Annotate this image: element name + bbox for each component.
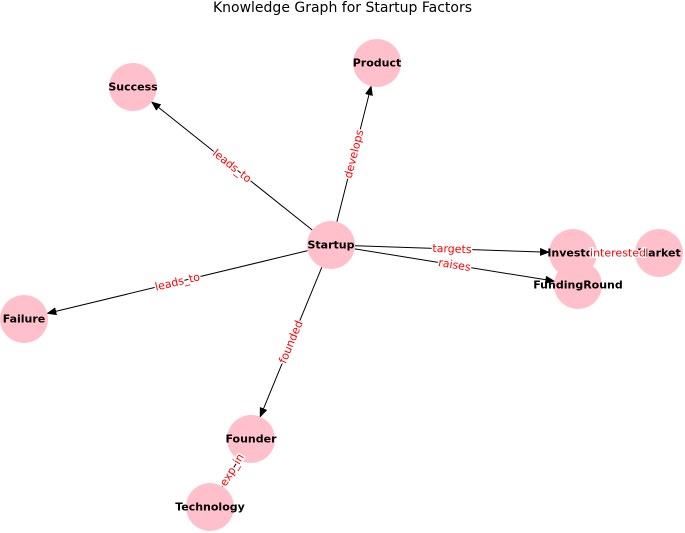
diagram-title: Knowledge Graph for Startup Factors: [212, 0, 473, 16]
edge-startup-to-founder: [259, 266, 323, 418]
edge-label-group: exp_in: [216, 450, 249, 490]
node-startup[interactable]: Startup: [307, 221, 355, 269]
node-label: Market: [637, 247, 681, 260]
node-circle: [635, 229, 683, 277]
node-founder[interactable]: Founder: [225, 415, 277, 463]
edge-label-develops: develops: [342, 128, 367, 179]
node-circle: [186, 483, 234, 531]
edge-label-founded: founded: [276, 319, 305, 366]
edge-label-group: leads_to: [209, 145, 256, 187]
node-label: FundingRound: [533, 279, 623, 292]
edge-label-group: targets: [431, 240, 474, 257]
edge-label-group: raises: [436, 254, 473, 275]
nodes-layer: Startup ProductSuccessFailureFounderTechn…: [0, 39, 683, 531]
edge-label-leads-to: leads_to: [210, 147, 254, 186]
node-circle: [227, 415, 275, 463]
edge-label-group: leads_to: [152, 269, 203, 295]
edge-label-group: interested: [589, 245, 648, 261]
edge-label-interested: interested: [590, 247, 646, 260]
node-market[interactable]: Market: [635, 229, 683, 277]
edge-label-group: founded: [275, 317, 307, 367]
node-circle: [554, 261, 602, 309]
edges-layer: [46, 85, 636, 488]
node-label: Success: [108, 81, 158, 94]
node-circle: [307, 221, 355, 269]
edge-label-raises: raises: [437, 256, 471, 274]
node-label: Technology: [175, 501, 245, 514]
node-success[interactable]: Success: [108, 63, 158, 111]
node-label: Failure: [3, 313, 46, 326]
edge-label-leads-to: leads_to: [154, 270, 202, 293]
edge-founder-to-technology: [221, 459, 240, 488]
edge-startup-to-failure: [46, 250, 308, 316]
node-funding-round[interactable]: FundingRound: [533, 261, 623, 309]
node-label: Investor: [547, 247, 599, 260]
edge-startup-to-investor: [354, 245, 551, 256]
edge-startup-to-funding-round: [354, 248, 556, 284]
node-product[interactable]: Product: [353, 39, 402, 87]
node-failure[interactable]: Failure: [0, 295, 48, 343]
edge-label-exp-in: exp_in: [217, 451, 247, 488]
edge-label-targets: targets: [432, 242, 472, 256]
node-technology[interactable]: Technology: [175, 483, 245, 531]
node-label: Startup: [308, 239, 355, 252]
edge-label-group: develops: [340, 127, 368, 181]
node-label: Product: [353, 57, 402, 70]
edge-startup-to-product: [336, 85, 373, 222]
node-circle: [109, 63, 157, 111]
node-circle: [0, 295, 48, 343]
edge-startup-to-success: [150, 101, 313, 231]
node-label: Founder: [225, 433, 277, 446]
node-circle: [353, 39, 401, 87]
